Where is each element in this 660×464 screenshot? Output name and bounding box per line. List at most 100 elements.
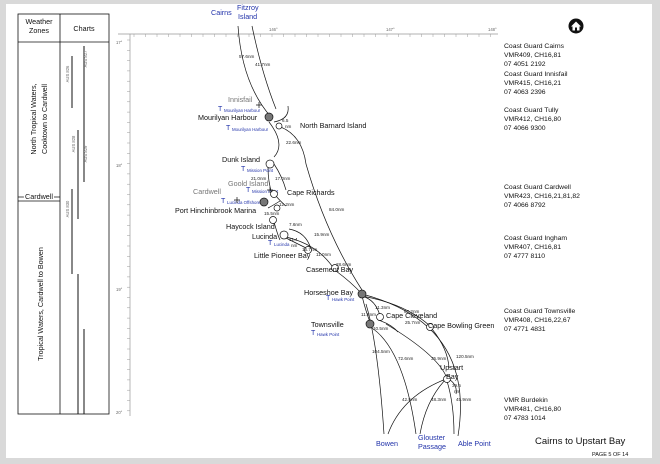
svg-text:07 4066 9300: 07 4066 9300 (504, 125, 546, 132)
place-fitzroy-2: Island (238, 12, 257, 21)
place-townsville: Townsville (311, 320, 344, 329)
dist-7: 15.5nm (264, 211, 279, 216)
place-gloucester-1: Glouster (418, 433, 446, 442)
svg-text:VMR412, CH16,80: VMR412, CH16,80 (504, 116, 561, 123)
place-upstart-2: Bay (446, 372, 459, 381)
dist-3: 22.6nm (286, 140, 301, 145)
map-frame: 147° 148° 146° 17° 18° 19° 20° (116, 27, 498, 416)
dist-17: 10.5nm (373, 326, 388, 331)
dist-1: 41.7nm (255, 62, 270, 67)
node-haycock (269, 216, 277, 224)
svg-text:T: T (218, 106, 223, 113)
dist-4: 21.0nm (251, 176, 266, 181)
cg-6: VMR Burdekin VMR481, CH16,80 07 4783 101… (504, 397, 561, 422)
chart-aus-829: AUS 829 (83, 145, 88, 162)
svg-text:07 4066 8792: 07 4066 8792 (504, 202, 546, 209)
dist-10a: 11.4 (289, 237, 298, 242)
node-upstart (443, 375, 451, 383)
chart-aus-826: AUS 826 (65, 65, 70, 82)
dist-23: 120.5nm (456, 354, 474, 359)
svg-text:VMR407, CH16,81: VMR407, CH16,81 (504, 244, 561, 251)
node-cape-cleveland (376, 313, 384, 321)
footer-page: PAGE 5 OF 14 (592, 452, 628, 458)
svg-text:T: T (246, 187, 251, 194)
footer-title: Cairns to Upstart Bay (535, 436, 626, 447)
dist-14: 28.6nm (336, 262, 351, 267)
place-cairns: Cairns (211, 8, 232, 17)
node-mourilyan (264, 112, 274, 122)
cg-2: Coast Guard Tully VMR412, CH16,80 07 406… (504, 107, 561, 132)
cg-5: Coast Guard Townsville VMR408, CH16,22,6… (504, 308, 575, 333)
chart-aus-830: AUS 830 (65, 200, 70, 217)
dist-8: 84.0nm (329, 207, 344, 212)
lat-18: 18° (116, 163, 123, 168)
place-innisfail: Innisfail (228, 95, 253, 104)
node-lucinda (279, 230, 289, 240)
place-cardwell: Cardwell (193, 187, 221, 196)
svg-text:VMR415, CH16,21: VMR415, CH16,21 (504, 80, 561, 87)
dist-18: 25.7nm (405, 320, 420, 325)
place-goold: Goold Island (228, 179, 268, 188)
dist-12: 16.7nm (302, 247, 317, 252)
chart-aus-828: AUS 828 (71, 135, 76, 152)
svg-text:07 4051 2192: 07 4051 2192 (504, 61, 546, 68)
place-dunk: Dunk Island (222, 155, 260, 164)
svg-text:Coast Guard Innisfail: Coast Guard Innisfail (504, 71, 568, 78)
tide-horseshoe: Hawk Point (332, 297, 355, 302)
svg-text:Coast Guard Tully: Coast Guard Tully (504, 107, 559, 114)
svg-text:07 4771 4831: 07 4771 4831 (504, 326, 546, 333)
svg-text:Coast Guard Townsville: Coast Guard Townsville (504, 308, 575, 315)
node-little-pioneer (304, 246, 312, 254)
svg-text:07 4063 2396: 07 4063 2396 (504, 89, 546, 96)
lon-147: 147° (386, 27, 395, 32)
svg-text:T: T (221, 198, 226, 205)
dist-10b: nm (291, 243, 298, 248)
node-hinchinbrook (259, 197, 269, 207)
place-labels: Cairns Fitzroy Island Innisfail Mourilya… (175, 3, 494, 451)
distance-labels: 57.6nm 41.7nm 6.5 nm 22.6nm 21.0nm 17.0n… (239, 54, 474, 402)
cg-4: Coast Guard Ingham VMR407, CH16,81 07 47… (504, 235, 567, 260)
tide-mourilyan: Mourilyan Harbour (232, 127, 269, 132)
svg-text:Coast Guard Ingham: Coast Guard Ingham (504, 235, 567, 242)
node-north-barnard (275, 122, 283, 130)
dist-21: 72.6nm (398, 356, 413, 361)
cg-0: Coast Guard Cairns VMR409, CH16,81 07 40… (504, 43, 565, 68)
svg-text:T: T (326, 295, 331, 302)
node-cape-richards (270, 190, 278, 198)
dist-26: 48.3nm (431, 397, 446, 402)
cg-1: Coast Guard Innisfail VMR415, CH16,21 07… (504, 71, 568, 96)
dist-2b: nm (285, 124, 292, 129)
dist-15: 11.3nm (375, 305, 390, 310)
dist-0: 57.6nm (239, 54, 254, 59)
node-cape-bowling-green (426, 323, 434, 331)
place-little-pioneer: Little Pioneer Bay (254, 251, 311, 260)
dist-25: 42.5nm (402, 397, 417, 402)
zone-north-line2: Cooktown to Cardwell (40, 84, 49, 154)
place-lucinda: Lucinda (252, 232, 277, 241)
svg-text:VMR Burdekin: VMR Burdekin (504, 397, 548, 404)
place-upstart-1: Upstart (440, 363, 463, 372)
route-diagram: Weather Zones Charts North Tropical Wate… (17, 3, 628, 458)
svg-text:VMR423, CH16,21,81,82: VMR423, CH16,21,81,82 (504, 193, 580, 200)
coastguard-list: Coast Guard Cairns VMR409, CH16,81 07 40… (504, 43, 580, 422)
home-icon[interactable] (568, 18, 584, 34)
cg-3: Coast Guard Cardwell VMR423, CH16,21,81,… (504, 184, 580, 209)
place-bowen: Bowen (376, 439, 398, 448)
svg-text:07 4777 8110: 07 4777 8110 (504, 253, 545, 260)
place-cape-cleveland: Cape Cleveland (386, 311, 437, 320)
route-lines (237, 25, 461, 437)
lon-148: 148° (488, 27, 497, 32)
svg-text:VMR409, CH16,81: VMR409, CH16,81 (504, 52, 561, 59)
place-north-barnard: North Barnard Island (300, 121, 366, 130)
place-cape-bowling-green: Cape Bowling Green (428, 321, 494, 330)
dist-5: 17.0nm (275, 176, 290, 181)
dist-2: 6.5 (282, 118, 289, 123)
chart-aus-827: AUS 827 (83, 50, 88, 67)
charts-header: Charts (73, 24, 95, 33)
zone-table: Weather Zones Charts North Tropical Wate… (17, 13, 110, 415)
dist-20: 104.5nm (372, 349, 390, 354)
tide-hinchinbrook: Lucinda Offshore (227, 200, 261, 205)
tide-innisfail: Mourilyan Harbour (224, 108, 261, 113)
